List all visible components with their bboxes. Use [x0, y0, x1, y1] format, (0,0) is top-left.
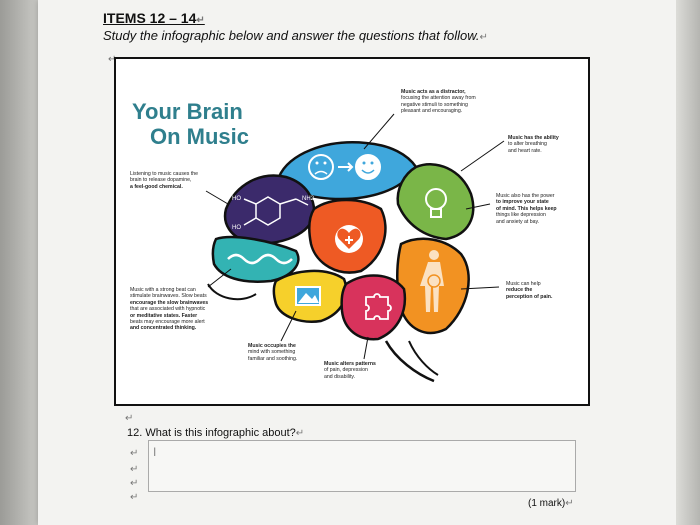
molecule-label-ho: HO — [232, 196, 241, 202]
title-line-2: On Music — [150, 124, 250, 149]
caption-state-of-mind: Music also has the power to improve your… — [496, 193, 557, 225]
sad-face-mouth — [314, 170, 328, 175]
lobe-purple — [223, 174, 316, 245]
title-line-1: Your Brain — [132, 99, 243, 124]
molecule-bond — [243, 198, 257, 205]
lightbulb-base — [430, 208, 442, 218]
plus-icon — [345, 236, 353, 244]
pointer-line — [460, 286, 500, 290]
pointer-line — [363, 113, 395, 150]
text-cursor: I — [153, 445, 157, 459]
paragraph-mark: ↵ — [108, 54, 117, 65]
infographic: HO HO NH2 Your Brain On Music Music acts — [114, 57, 590, 406]
answer-field[interactable] — [148, 440, 576, 492]
paragraph-mark: ↵ — [130, 492, 139, 503]
page-shadow-right — [676, 0, 700, 525]
happy-face-icon — [355, 154, 381, 180]
marks-label: (1 mark)↵ — [528, 498, 574, 509]
molecule-bond — [279, 198, 297, 205]
instruction-text: Study the infographic below and answer t… — [103, 28, 488, 43]
items-title: ITEMS 12 – 14↵ — [103, 10, 205, 26]
arrow-right-icon — [338, 162, 354, 172]
sad-face-eye — [323, 161, 327, 165]
mountain-shape — [298, 293, 319, 303]
molecule-label-ho: HO — [232, 225, 241, 231]
lobe-teal — [211, 235, 300, 283]
happy-face-eye — [370, 161, 374, 165]
caption-breathing: Music has the ability to alter breathing… — [508, 135, 559, 154]
pointer-line — [465, 203, 491, 210]
happy-face-eye — [362, 161, 366, 165]
molecule-bond — [243, 217, 257, 226]
page-shadow-left — [0, 0, 38, 525]
paragraph-mark: ↵ — [130, 464, 139, 475]
infographic-title: Your Brain On Music — [132, 99, 249, 149]
brain-illustration: HO HO NH2 — [205, 113, 505, 383]
body-figure-icon — [420, 262, 444, 312]
caption-pain: Music can help reduce the perception of … — [506, 281, 553, 300]
body-head — [429, 250, 439, 260]
caption-dopamine: Listening to music causes the brain to r… — [130, 171, 199, 190]
puzzle-icon — [365, 293, 392, 320]
pointer-line — [280, 310, 297, 342]
lobe-green — [396, 163, 475, 241]
pointer-line — [207, 268, 232, 288]
paragraph-mark: ↵ — [130, 448, 139, 459]
pain-target-icon — [427, 274, 441, 288]
caption-beat: Music with a strong beat can stimulate b… — [130, 287, 209, 332]
pointer-line — [460, 140, 505, 172]
caption-patterns: Music alters patterns of pain, depressio… — [324, 361, 376, 380]
sad-face-icon — [308, 154, 334, 180]
happy-face-mouth — [361, 169, 375, 174]
paragraph-mark: ↵ — [125, 413, 134, 424]
lobe-magenta — [340, 274, 407, 341]
molecule-label-nh2: NH2 — [302, 196, 315, 202]
paragraph-mark: ↵ — [130, 478, 139, 489]
brain-stem — [384, 340, 435, 383]
question-12: 12. What is this infographic about?↵ — [127, 427, 305, 439]
molecule-bond — [295, 198, 309, 206]
brain-outline-lower — [207, 283, 257, 301]
brain-stem-edge — [408, 340, 439, 376]
brainwave-icon — [227, 253, 293, 265]
sad-face-eye — [315, 161, 319, 165]
caption-distractor: Music acts as a distractor, focusing the… — [401, 89, 476, 115]
pointer-line — [205, 190, 229, 205]
caption-occupies: Music occupies the mind with something f… — [248, 343, 298, 362]
pointer-line — [363, 336, 369, 360]
